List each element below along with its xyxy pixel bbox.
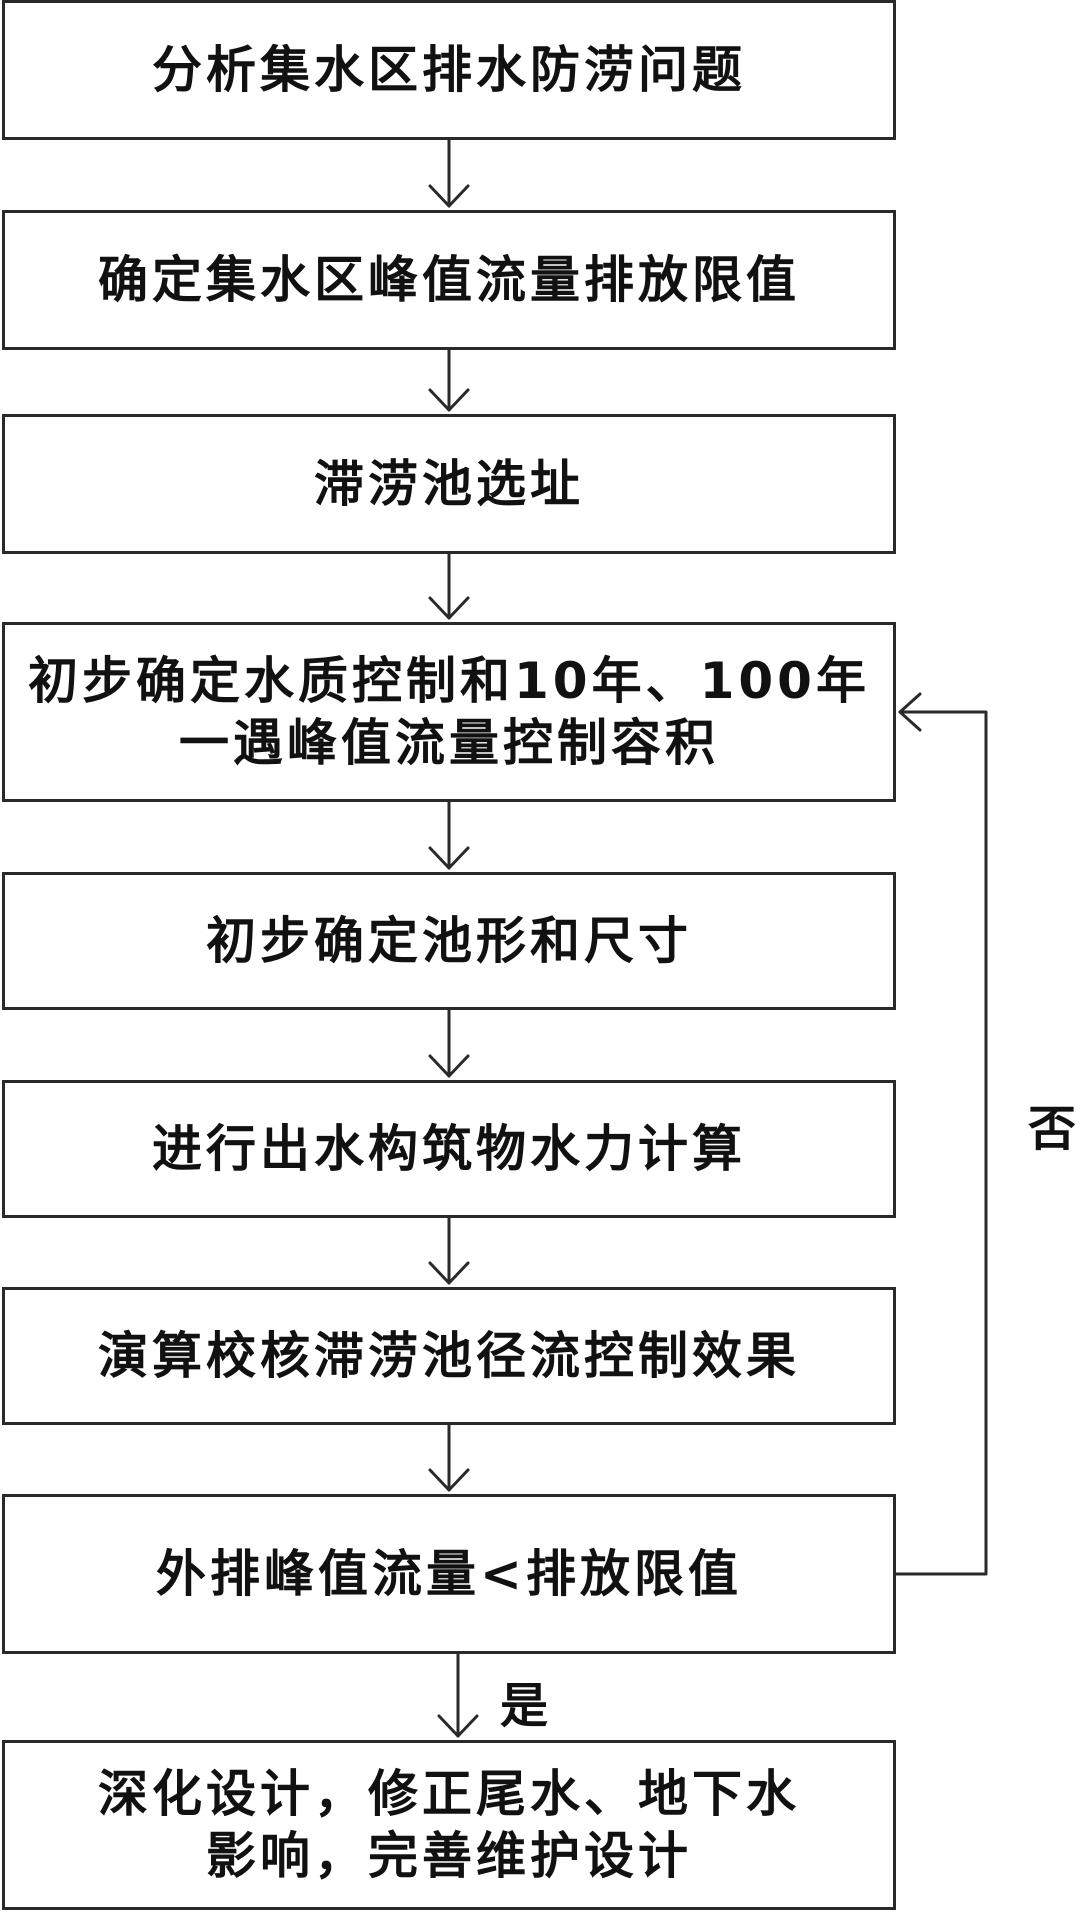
- step-verify-effect-text: 演算校核滞涝池径流控制效果: [98, 1327, 800, 1385]
- down-arrow-1: [428, 138, 470, 208]
- down-arrow-6: [428, 1216, 470, 1285]
- down-arrow-4: [428, 800, 470, 870]
- step-detailed-design-box: 深化设计，修正尾水、地下水 影响，完善维护设计: [2, 1740, 896, 1910]
- down-arrow-5: [428, 1008, 470, 1078]
- step-shape-size-text: 初步确定池形和尺寸: [206, 912, 692, 970]
- down-arrow-7: [428, 1423, 470, 1492]
- step-site-selection-box: 滞涝池选址: [2, 414, 896, 554]
- step-preliminary-volume-box: 初步确定水质控制和10年、100年 一遇峰值流量控制容积: [2, 622, 896, 802]
- down-arrow-yes: [437, 1652, 479, 1738]
- step-discharge-limit-text: 确定集水区峰值流量排放限值: [98, 251, 800, 309]
- no-label: 否: [1028, 1101, 1077, 1157]
- step-verify-effect-box: 演算校核滞涝池径流控制效果: [2, 1287, 896, 1425]
- decision-text: 外排峰值流量<排放限值: [156, 1545, 742, 1603]
- step-discharge-limit-box: 确定集水区峰值流量排放限值: [2, 210, 896, 350]
- step-hydraulic-calc-box: 进行出水构筑物水力计算: [2, 1080, 896, 1218]
- step-detailed-design-text: 深化设计，修正尾水、地下水 影响，完善维护设计: [98, 1765, 800, 1885]
- down-arrow-3: [428, 552, 470, 620]
- yes-label: 是: [500, 1678, 549, 1734]
- step-analyze-text: 分析集水区排水防涝问题: [152, 41, 746, 99]
- feedback-loop-arrow: [894, 692, 988, 1576]
- decision-box: 外排峰值流量<排放限值: [2, 1494, 896, 1654]
- step-hydraulic-calc-text: 进行出水构筑物水力计算: [152, 1120, 746, 1178]
- down-arrow-2: [428, 348, 470, 412]
- step-analyze-box: 分析集水区排水防涝问题: [2, 0, 896, 140]
- step-shape-size-box: 初步确定池形和尺寸: [2, 872, 896, 1010]
- step-site-selection-text: 滞涝池选址: [314, 455, 584, 513]
- step-preliminary-volume-text: 初步确定水质控制和10年、100年 一遇峰值流量控制容积: [28, 652, 870, 772]
